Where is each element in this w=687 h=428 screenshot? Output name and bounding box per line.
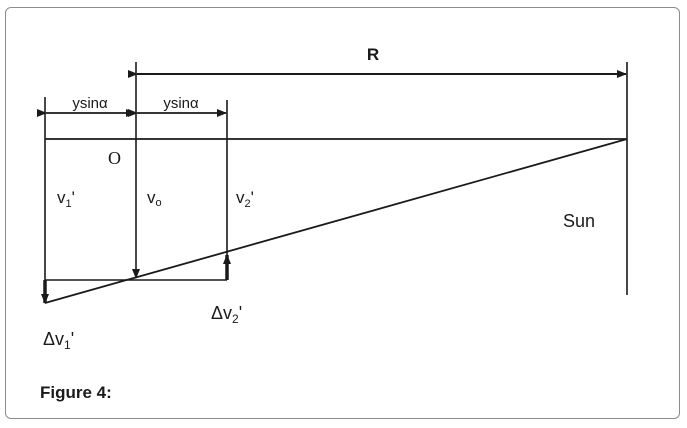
ysina-right-label: ysinα [163,95,199,112]
ysina-left-label: ysinα [72,95,108,112]
vo-label: vo [147,188,162,209]
v1-label: v1' [57,188,75,210]
v2-label: v2' [236,188,254,210]
origin-label: O [108,148,121,168]
delta-v1-label: Δv1' [43,329,74,352]
diagonal-line [44,138,628,304]
delta-v2-label: Δv2' [211,303,242,326]
figure-caption: Figure 4: [40,383,112,402]
sun-label: Sun [563,211,595,231]
r-label: R [367,45,379,64]
